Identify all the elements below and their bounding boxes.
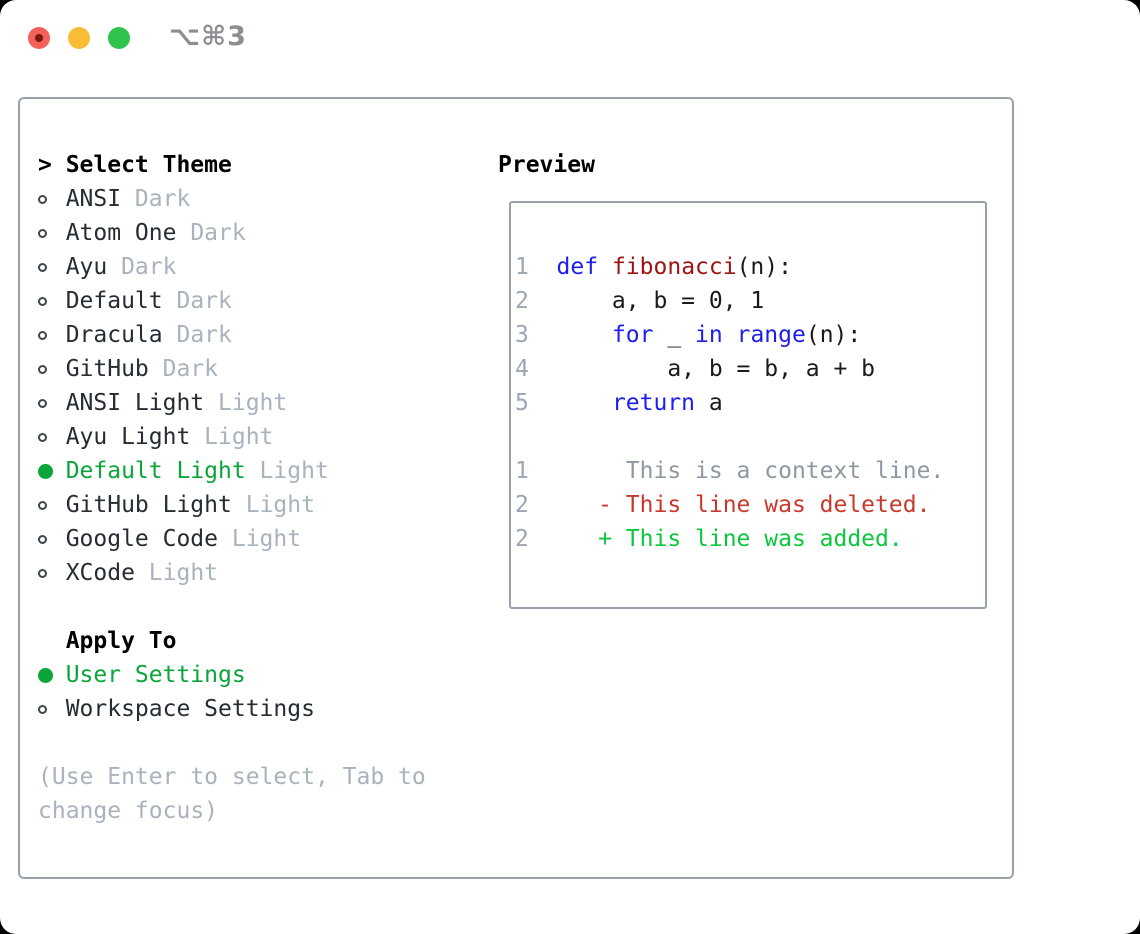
radio-icon bbox=[38, 398, 66, 408]
select-theme-label: Select Theme bbox=[65, 152, 232, 178]
radio-icon bbox=[38, 568, 66, 578]
traffic-lights bbox=[28, 27, 130, 49]
apply-to-label: Apply To bbox=[65, 628, 177, 654]
radio-icon bbox=[38, 330, 66, 340]
close-button[interactable] bbox=[28, 27, 50, 49]
apply-option-name: Workspace Settings bbox=[65, 696, 315, 722]
spacer bbox=[38, 726, 426, 760]
code-line bbox=[515, 420, 944, 454]
theme-option[interactable]: Dracula Dark bbox=[38, 318, 426, 352]
theme-option[interactable]: GitHub Light Light bbox=[38, 488, 426, 522]
radio-icon bbox=[38, 432, 66, 442]
preview-box: 1 def fibonacci(n): 2 a, b = 0, 1 3 for _ … bbox=[509, 201, 987, 609]
code-line: 2 - This line was deleted. bbox=[515, 492, 931, 518]
code-preview: 1 def fibonacci(n): 2 a, b = 0, 1 3 for _ … bbox=[515, 250, 944, 556]
radio-icon bbox=[38, 262, 66, 272]
help-text-line: (Use Enter to select, Tab to bbox=[38, 764, 426, 790]
theme-variant: Light bbox=[218, 526, 302, 552]
theme-variant: Dark bbox=[148, 356, 219, 382]
code-line: 4 a, b = b, a + b bbox=[515, 356, 876, 382]
radio-icon bbox=[38, 704, 66, 714]
zoom-button[interactable] bbox=[108, 27, 130, 49]
code-line: 2 a, b = 0, 1 bbox=[515, 288, 765, 314]
theme-name: GitHub bbox=[65, 356, 149, 382]
radio-icon bbox=[38, 534, 66, 544]
select-theme-header: > Select Theme bbox=[38, 148, 426, 182]
theme-option[interactable]: GitHub Dark bbox=[38, 352, 426, 386]
radio-icon bbox=[38, 296, 66, 306]
theme-variant: Light bbox=[134, 560, 219, 586]
apply-to-header: Apply To bbox=[38, 624, 426, 658]
spacer bbox=[38, 590, 426, 624]
minimize-button[interactable] bbox=[68, 27, 90, 49]
theme-variant: Light bbox=[190, 424, 274, 450]
theme-name: ANSI Light bbox=[65, 390, 205, 416]
radio-icon bbox=[38, 364, 66, 374]
theme-option[interactable]: Default Dark bbox=[38, 284, 426, 318]
theme-option[interactable]: Atom One Dark bbox=[38, 216, 426, 250]
theme-variant: Dark bbox=[121, 186, 191, 212]
theme-variant: Light bbox=[245, 458, 329, 484]
theme-variant: Dark bbox=[162, 322, 232, 348]
theme-name: Dracula bbox=[65, 322, 163, 348]
radio-icon bbox=[38, 194, 66, 204]
apply-to-option[interactable]: User Settings bbox=[38, 658, 426, 692]
theme-name: Default Light bbox=[65, 458, 246, 484]
theme-name: Ayu bbox=[65, 254, 108, 280]
radio-icon bbox=[38, 228, 66, 238]
theme-option[interactable]: Google Code Light bbox=[38, 522, 426, 556]
preview-label: Preview bbox=[498, 152, 595, 178]
code-line: 2 + This line was added. bbox=[515, 526, 903, 552]
theme-name: GitHub Light bbox=[65, 492, 232, 518]
radio-selected-icon bbox=[38, 463, 66, 479]
theme-variant: Dark bbox=[107, 254, 177, 280]
theme-variant: Dark bbox=[162, 288, 232, 314]
theme-name: Default bbox=[65, 288, 163, 314]
theme-name: Ayu Light bbox=[65, 424, 191, 450]
theme-variant: Light bbox=[231, 492, 315, 518]
code-line: 1 This is a context line. bbox=[515, 458, 945, 484]
theme-name: ANSI bbox=[65, 186, 122, 212]
code-line: 1 def fibonacci(n): bbox=[515, 254, 792, 280]
help-text-line: change focus) bbox=[38, 798, 219, 824]
theme-option[interactable]: Default Light Light bbox=[38, 454, 426, 488]
theme-option[interactable]: Ayu Light Light bbox=[38, 420, 426, 454]
prompt-caret-icon: > bbox=[38, 152, 52, 178]
code-line: 5 return a bbox=[515, 390, 723, 416]
theme-option[interactable]: Ayu Dark bbox=[38, 250, 426, 284]
radio-icon bbox=[38, 500, 66, 510]
theme-name: Atom One bbox=[65, 220, 177, 246]
window-title-shortcut: ⌥⌘3 bbox=[169, 21, 247, 52]
theme-option[interactable]: XCode Light bbox=[38, 556, 426, 590]
code-line: 3 for _ in range(n): bbox=[515, 322, 862, 348]
theme-option[interactable]: ANSI Light Light bbox=[38, 386, 426, 420]
theme-variant: Light bbox=[204, 390, 288, 416]
theme-option[interactable]: ANSI Dark bbox=[38, 182, 426, 216]
theme-name: Google Code bbox=[65, 526, 219, 552]
help-text: (Use Enter to select, Tab to change focus… bbox=[38, 760, 426, 828]
apply-option-name: User Settings bbox=[65, 662, 246, 688]
modified-indicator-icon bbox=[35, 34, 43, 42]
apply-to-option[interactable]: Workspace Settings bbox=[38, 692, 426, 726]
title-bar: ⌥⌘3 bbox=[0, 0, 1140, 97]
theme-name: XCode bbox=[65, 560, 135, 586]
radio-selected-icon bbox=[38, 667, 66, 683]
theme-variant: Dark bbox=[176, 220, 246, 246]
